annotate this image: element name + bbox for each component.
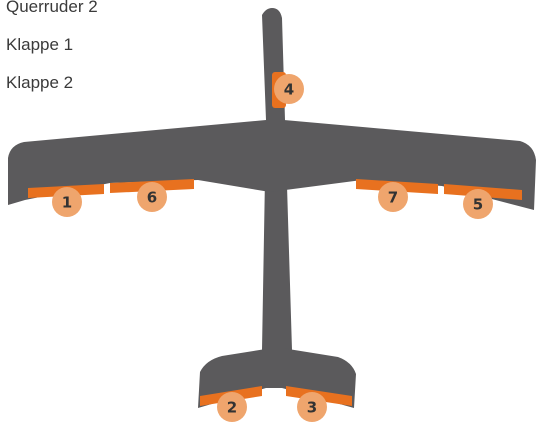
badge-6-label: 6 xyxy=(147,189,157,207)
legend-item-klappe-1: Klappe 1 xyxy=(6,35,74,54)
badge-7-label: 7 xyxy=(388,189,398,207)
legend: Querruder 2 Klappe 1 Klappe 2 xyxy=(6,0,98,102)
badge-3: 3 xyxy=(297,392,327,422)
legend-item-klappe-2: Klappe 2 xyxy=(6,73,74,92)
badge-3-label: 3 xyxy=(307,399,317,417)
legend-item-querruder-2: Querruder 2 xyxy=(6,0,98,16)
badge-5-label: 5 xyxy=(473,196,483,214)
badge-7: 7 xyxy=(378,182,408,212)
badge-6: 6 xyxy=(137,182,167,212)
badge-4: 4 xyxy=(274,74,304,104)
badge-2-label: 2 xyxy=(227,399,237,417)
badge-1: 1 xyxy=(52,187,82,217)
badge-1-label: 1 xyxy=(62,194,72,212)
badge-5: 5 xyxy=(463,189,493,219)
badge-4-label: 4 xyxy=(284,81,294,99)
main-wing xyxy=(8,120,536,210)
badge-2: 2 xyxy=(217,392,247,422)
